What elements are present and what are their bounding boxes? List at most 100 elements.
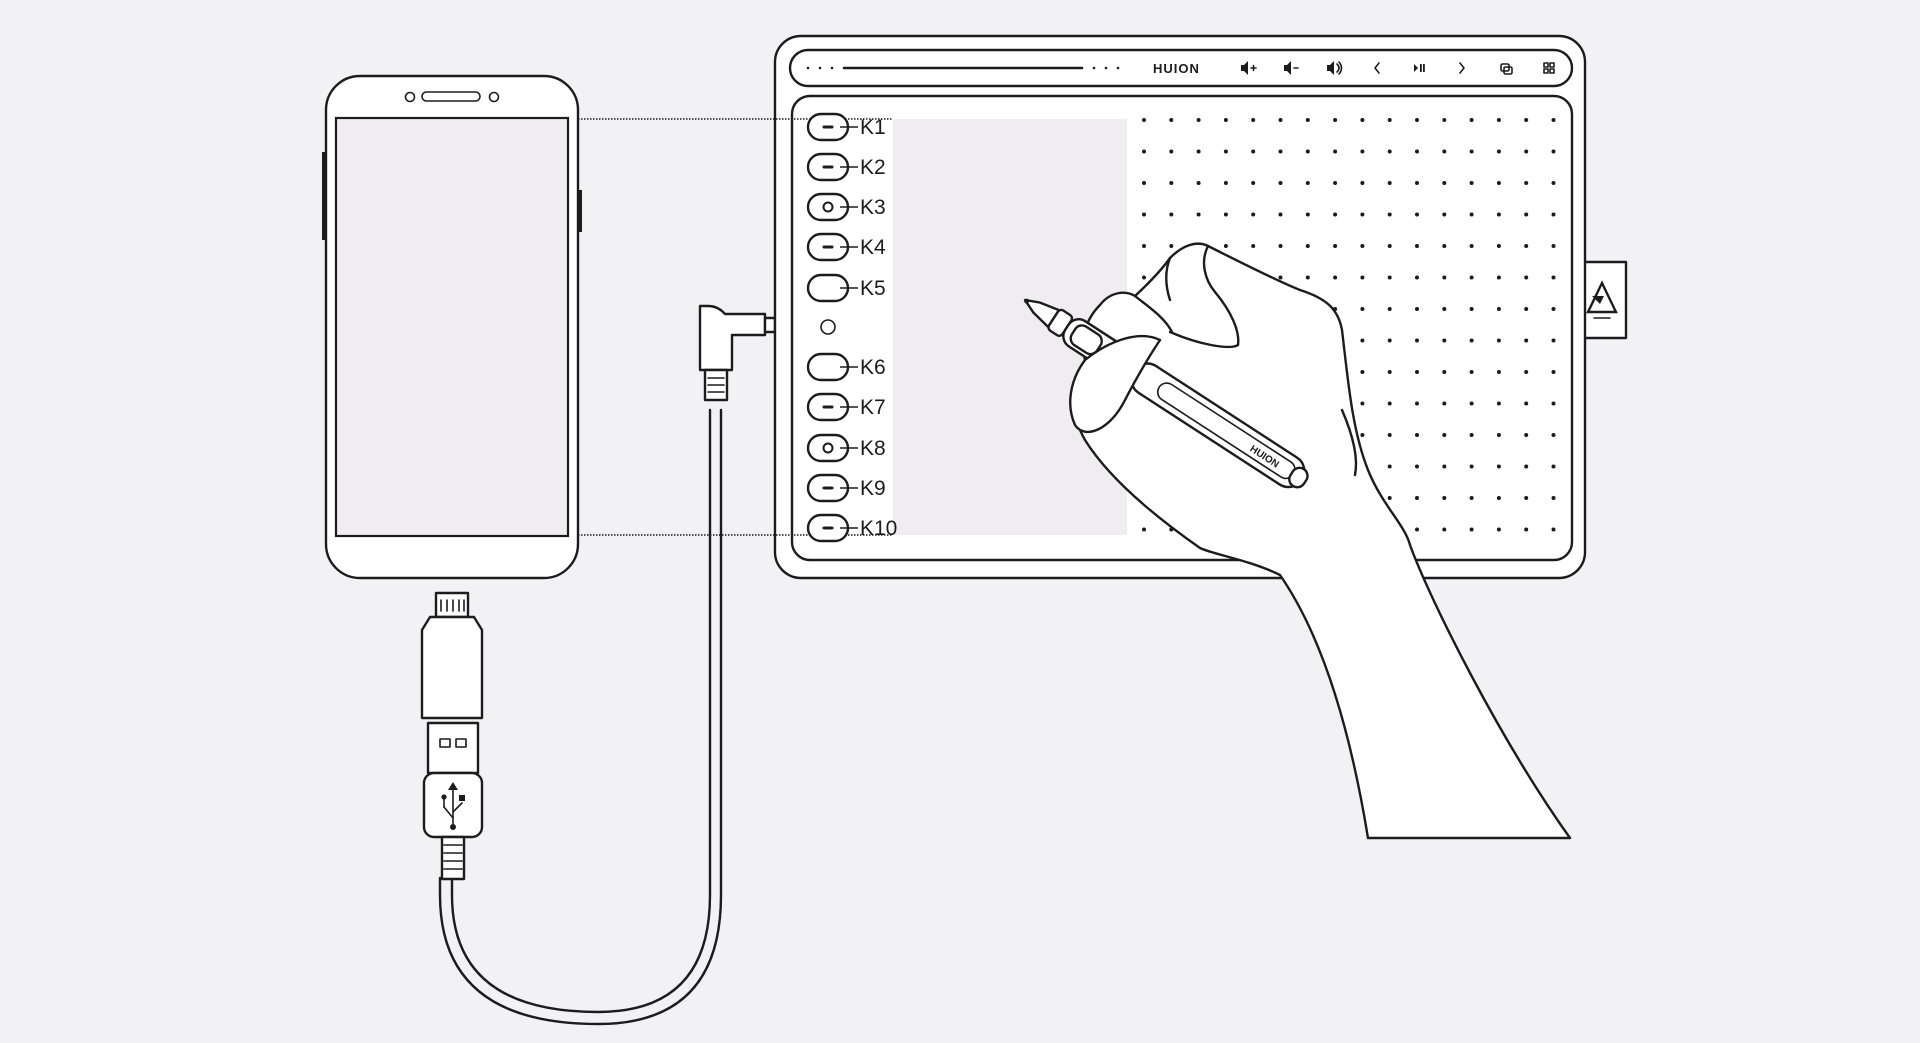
usb-c-right-angle-connector <box>698 304 777 402</box>
grid-dot <box>1496 370 1501 374</box>
grid-dot <box>1360 338 1365 343</box>
grid-dot <box>1524 433 1529 437</box>
grid-dot <box>1524 496 1529 500</box>
grid-dot <box>1333 181 1338 185</box>
otg-adapter <box>420 591 484 720</box>
grid-dot <box>1387 181 1392 185</box>
control-strip <box>788 48 1574 88</box>
express-key-k2[interactable]: K2 <box>806 152 886 182</box>
grid-dot <box>1442 496 1447 500</box>
grid-dot <box>1551 338 1556 343</box>
grid-dot <box>1251 118 1256 122</box>
grid-dot <box>1415 464 1419 469</box>
grid-dot <box>1142 118 1146 122</box>
grid-dot <box>1169 244 1174 248</box>
express-key-label: K7 <box>860 396 886 419</box>
grid-dot <box>1415 401 1419 406</box>
grid-dot <box>1142 181 1146 185</box>
key-divider-dot <box>820 319 836 335</box>
grid-dot <box>1169 149 1174 154</box>
grid-dot <box>1551 275 1556 280</box>
grid-dot <box>1415 149 1419 154</box>
play-pause-icon <box>1414 64 1425 72</box>
express-key-label: K4 <box>860 236 886 259</box>
express-key-k6[interactable]: K6 <box>806 352 886 382</box>
express-key-label: K5 <box>860 277 886 300</box>
grid-dot <box>1496 275 1501 280</box>
grid-dot <box>1469 307 1474 311</box>
grid-dot <box>1387 244 1392 248</box>
screenshot-icon <box>1500 63 1513 75</box>
grid-dot <box>1333 149 1338 154</box>
grid-dot <box>1469 181 1474 185</box>
express-key-k9[interactable]: K9 <box>806 473 886 503</box>
grid-dot <box>1551 464 1556 469</box>
grid-dot <box>1524 118 1529 122</box>
grid-dot <box>1442 149 1447 154</box>
mute-icon <box>1327 61 1343 75</box>
grid-dot <box>1305 181 1310 185</box>
grid-dot <box>1387 118 1392 122</box>
grid-dot <box>1469 464 1474 469</box>
pen-holder-icon <box>1586 280 1618 319</box>
grid-dot <box>1469 338 1474 343</box>
grid-dot <box>1469 118 1474 122</box>
grid-dot <box>1333 275 1338 280</box>
grid-dot <box>1496 338 1501 343</box>
usb-cable <box>438 408 723 1026</box>
grid-dot <box>1360 244 1365 248</box>
grid-dot <box>1469 433 1474 437</box>
express-key-k5[interactable]: K5 <box>806 273 886 303</box>
grid-dot <box>1496 149 1501 154</box>
grid-dot <box>1278 212 1283 217</box>
phone-camera <box>404 91 416 103</box>
grid-dot <box>1551 433 1556 437</box>
grid-dot <box>1469 370 1474 374</box>
grid-dot <box>1387 496 1392 500</box>
grid-dot <box>1469 212 1474 217</box>
grid-dot <box>1251 212 1256 217</box>
express-key-k8[interactable]: K8 <box>806 433 886 463</box>
grid-dot <box>1360 433 1365 437</box>
grid-dot <box>1469 527 1474 532</box>
express-key-k4[interactable]: K4 <box>806 232 886 262</box>
grid-dot <box>1496 212 1501 217</box>
grid-dot <box>1305 275 1310 280</box>
express-key-label: K9 <box>860 477 886 500</box>
grid-dot <box>1387 275 1392 280</box>
express-key-k3[interactable]: K3 <box>806 192 886 222</box>
grid-dot <box>1442 527 1447 532</box>
grid-dot <box>1551 118 1556 122</box>
grid-dot <box>1223 244 1228 248</box>
grid-dot <box>1524 275 1529 280</box>
grid-dot <box>1278 275 1283 280</box>
grid-dot <box>1442 307 1447 311</box>
grid-dot <box>1496 527 1501 532</box>
grid-dot <box>1169 212 1174 217</box>
express-key-k7[interactable]: K7 <box>806 392 886 422</box>
grid-dot <box>1196 149 1201 154</box>
next-icon <box>1459 62 1465 74</box>
express-key-label: K2 <box>860 156 886 179</box>
grid-dot <box>1415 307 1419 311</box>
grid-dot <box>1142 275 1146 280</box>
grid-dot <box>1415 496 1419 500</box>
express-key-label: K8 <box>860 437 886 460</box>
grid-dot <box>1551 212 1556 217</box>
grid-dot <box>1496 307 1501 311</box>
grid-dot <box>1524 370 1529 374</box>
express-key-k10[interactable]: K10 <box>806 513 897 543</box>
grid-dot <box>1387 149 1392 154</box>
grid-dot <box>1305 244 1310 248</box>
grid-dot <box>1551 244 1556 248</box>
express-key-label: K6 <box>860 356 886 379</box>
grid-dot <box>1387 307 1392 311</box>
cable-line <box>450 408 712 1014</box>
grid-dot <box>1142 212 1146 217</box>
grid-dot <box>1524 464 1529 469</box>
grid-dot <box>1469 244 1474 248</box>
express-key-k1[interactable]: K1 <box>806 112 886 142</box>
grid-dot <box>1524 338 1529 343</box>
